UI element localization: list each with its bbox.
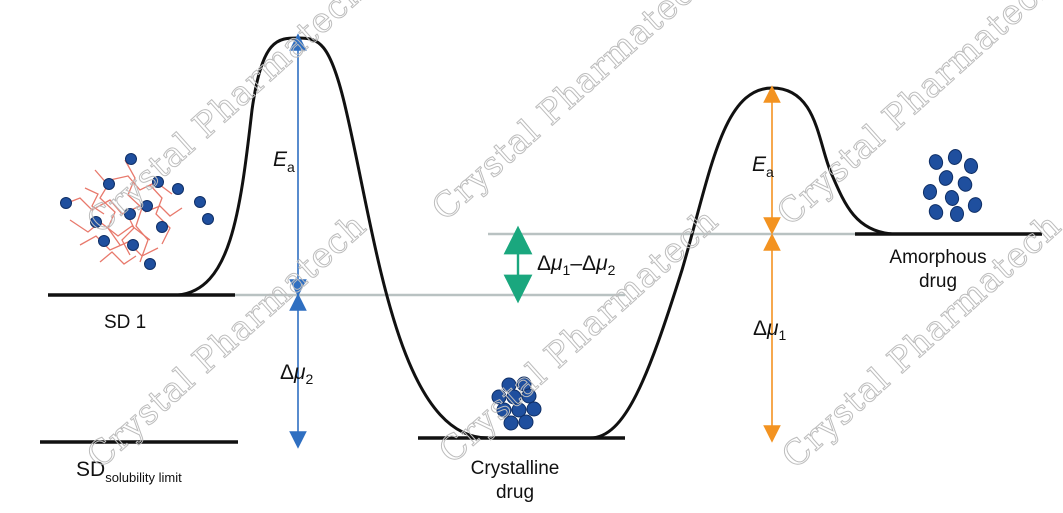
label-sd-solubility-limit: SDsolubility limit [76, 458, 182, 485]
label-mu-difference: Δμ1–Δμ2 [537, 252, 616, 278]
label-mu-diff-delta1: Δ [537, 252, 551, 275]
label-amorphous-line1: Amorphous [889, 247, 986, 268]
label-crystalline-line2: drug [496, 482, 534, 503]
watermark-1: Crystal Pharmatech [79, 0, 374, 242]
watermarks: Crystal Pharmatech Crystal Pharmatech Cr… [79, 0, 1063, 477]
label-mu1-sub: 1 [779, 327, 787, 343]
amorphous-particle-cluster [922, 149, 983, 222]
label-crystalline-line1: Crystalline [471, 458, 560, 479]
label-ea-right-sub: a [766, 164, 774, 180]
label-mu2: Δμ2 [280, 361, 314, 387]
energy-curve [177, 36, 893, 440]
watermark-2: Crystal Pharmatech [424, 0, 719, 229]
label-mu1-delta: Δ [753, 317, 767, 340]
label-amorphous-line2: drug [919, 271, 957, 292]
label-mu-diff-mu2: μ [595, 252, 608, 275]
label-mu-diff-sub1: 1 [563, 262, 571, 278]
label-mu2-sub: 2 [306, 371, 314, 387]
label-mu1: Δμ1 [753, 317, 787, 343]
label-sd-solubility-limit-main: SD [76, 458, 105, 481]
label-ea-left: Ea [273, 148, 295, 175]
label-mu2-mu: μ [293, 361, 306, 384]
label-sd1: SD 1 [104, 312, 146, 333]
label-ea-right-main: E [752, 153, 767, 176]
label-mu1-mu: μ [766, 317, 779, 340]
crystalline-particle-cluster [491, 376, 542, 431]
label-ea-left-sub: a [287, 159, 295, 175]
label-ea-left-main: E [273, 148, 288, 171]
watermark-5: Crystal Pharmatech [431, 200, 726, 471]
label-mu-diff-sub2: 2 [608, 262, 616, 278]
label-mu2-delta: Δ [280, 361, 294, 384]
dispersed-particles [60, 153, 214, 270]
label-sd-solubility-limit-sub: solubility limit [105, 470, 182, 485]
solid-dispersion-cluster [60, 153, 214, 270]
label-ea-right: Ea [752, 153, 774, 180]
label-mu-diff-dash: –Δ [570, 252, 596, 275]
label-mu-diff-mu1: μ [550, 252, 563, 275]
